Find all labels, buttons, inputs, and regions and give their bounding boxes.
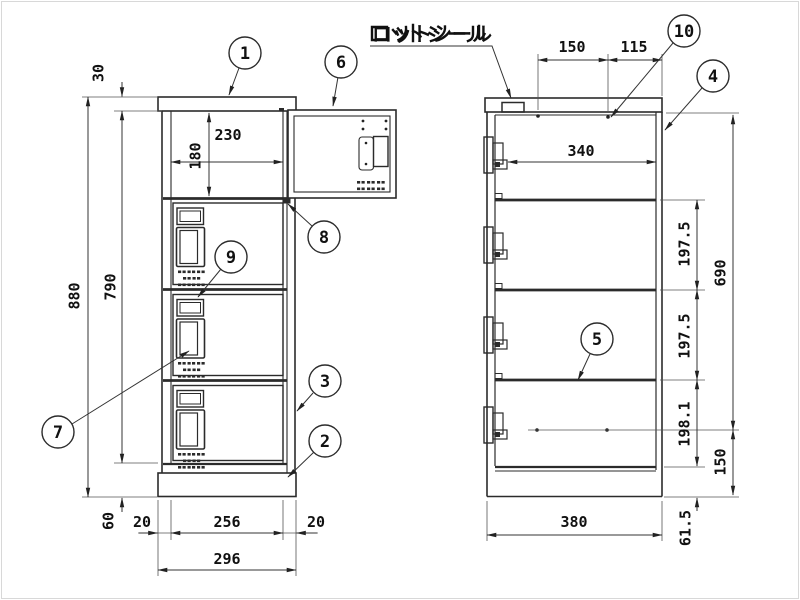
front-view: [157, 96, 397, 498]
door-3: [172, 293, 284, 379]
svg-text:5: 5: [592, 330, 602, 350]
front-dimension-lines: [85, 82, 317, 573]
door-lock-body: [372, 135, 389, 168]
dim-690: 690: [711, 259, 729, 286]
dim-256: 256: [213, 513, 240, 531]
callout-balloons: 1 6 10 4 8 9 3 2: [41, 14, 730, 458]
lot-seal-callout: ロットシール: [370, 22, 512, 99]
dim-197-2: 197.5: [675, 313, 693, 358]
svg-text:3: 3: [320, 372, 330, 392]
svg-text:6: 6: [336, 53, 346, 73]
dim-30: 30: [89, 64, 107, 82]
dim-150-top: 150: [558, 38, 585, 56]
mount-hole: [536, 114, 540, 118]
dim-340: 340: [567, 142, 594, 160]
callout-9: 9: [214, 240, 248, 274]
callout-3: 3: [308, 364, 342, 398]
top-plate: [157, 96, 297, 112]
dim-880: 880: [65, 282, 83, 309]
dim-380: 380: [560, 513, 587, 531]
dim-20-right: 20: [307, 513, 325, 531]
callout-2: 2: [308, 424, 342, 458]
side-dimension-lines: [486, 57, 736, 538]
callout-6: 6: [324, 45, 358, 79]
lot-seal-label: ロットシール: [372, 22, 492, 46]
dim-115: 115: [620, 38, 647, 56]
svg-text:8: 8: [319, 228, 329, 248]
open-door: [279, 108, 397, 204]
dim-20-left: 20: [133, 513, 151, 531]
side-view: [483, 97, 663, 498]
dim-230: 230: [214, 126, 241, 144]
dim-61: 61.5: [676, 510, 694, 546]
callout-7: 7: [41, 415, 75, 449]
svg-text:4: 4: [708, 67, 718, 87]
hinge-mark: [283, 197, 291, 204]
dim-296: 296: [213, 550, 240, 568]
dim-60: 60: [99, 512, 117, 530]
callout-8: 8: [307, 220, 341, 254]
svg-text:10: 10: [674, 22, 694, 42]
dim-180: 180: [186, 142, 204, 169]
mount-hole: [606, 115, 610, 119]
svg-text:2: 2: [320, 432, 330, 452]
door-4: [172, 384, 284, 470]
svg-text:7: 7: [53, 423, 63, 443]
side-top-plate: [484, 97, 663, 113]
svg-text:9: 9: [226, 248, 236, 268]
dim-197-1: 197.5: [675, 221, 693, 266]
callout-4: 4: [696, 59, 730, 93]
base-plinth: [157, 472, 297, 498]
dim-790: 790: [101, 273, 119, 300]
lot-seal-leader: [370, 45, 512, 99]
door-2: [172, 202, 284, 287]
door-vents: [357, 181, 385, 191]
svg-text:1: 1: [240, 44, 250, 64]
callout-10: 10: [667, 14, 701, 48]
dim-198: 198.1: [675, 401, 693, 446]
front-dimension-texts: 30 880 790 230 180 60 20 256 20 296: [65, 64, 325, 568]
lot-seal-sticker: [501, 101, 525, 113]
callout-leaders: [71, 42, 703, 478]
callout-1: 1: [228, 36, 262, 70]
side-dimension-texts: 150 115 340 197.5 197.5 198.1 690 150 61…: [558, 38, 729, 546]
dim-150-right: 150: [711, 448, 729, 475]
callout-5: 5: [580, 322, 614, 356]
lot-seal-glyphs: [370, 23, 487, 43]
